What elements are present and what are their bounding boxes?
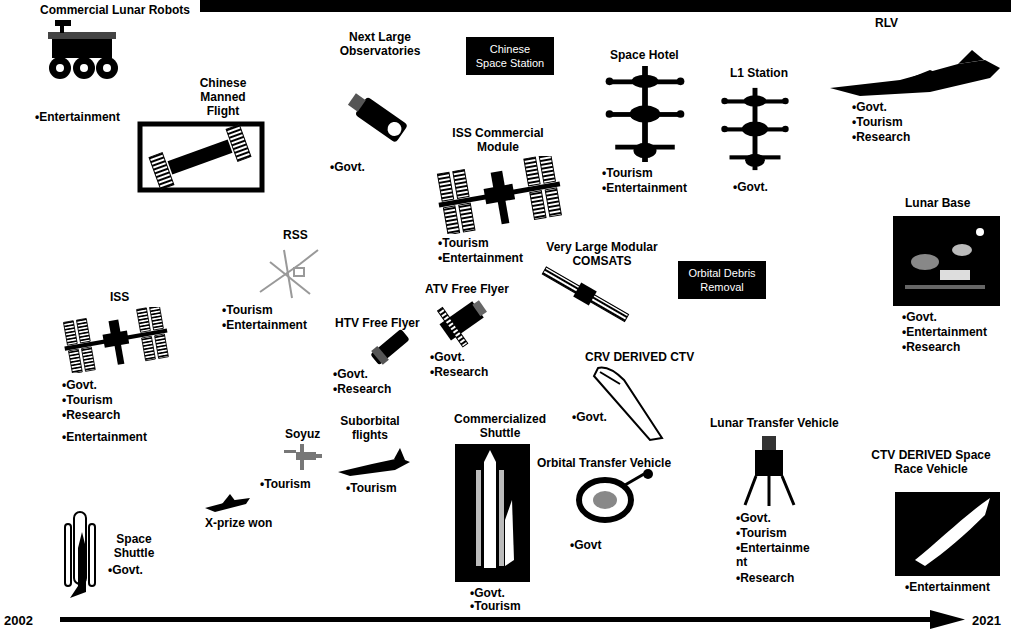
vehicle-label: HTV Free Flyer <box>335 316 420 330</box>
vehicle-label: Soyuz <box>285 427 320 441</box>
commercial-shuttle-illustration <box>455 444 530 582</box>
category-tag: •Tourism <box>62 393 113 407</box>
observatory-illustration <box>346 90 409 143</box>
category-tag: •Entertainment <box>905 580 990 594</box>
black-caption-box: Orbital Debris Removal <box>678 261 766 299</box>
iss-commercial-module-illustration <box>434 154 566 236</box>
category-tag: •Research <box>852 130 910 144</box>
vehicle-label: X-prize won <box>205 516 272 530</box>
category-tag: •Entertainment <box>62 430 147 444</box>
vehicle-label: RLV <box>875 16 898 30</box>
manned-flight-illustration <box>140 124 262 190</box>
vehicle-label: Chinese Manned Flight <box>188 76 258 118</box>
category-tag: •Tourism <box>438 236 489 250</box>
space-hotel-illustration <box>606 66 685 162</box>
category-tag: •Research <box>736 571 794 585</box>
category-tag: •Entertainment <box>35 110 120 124</box>
category-tag: •Entertainment <box>222 318 307 332</box>
suborbital-vehicle-illustration <box>338 448 410 476</box>
category-tag: •Tourism <box>852 115 903 129</box>
category-tag: •Govt <box>570 538 602 552</box>
orbital-transfer-vehicle-illustration <box>579 469 653 520</box>
category-tag: •Govt. <box>736 511 771 525</box>
category-tag: •Tourism <box>260 477 311 491</box>
category-tag: •Tourism <box>602 166 653 180</box>
vehicle-label: ISS Commercial Module <box>436 126 560 154</box>
category-tag: •Tourism <box>222 303 273 317</box>
vehicle-label: Lunar Transfer Vehicle <box>710 416 839 430</box>
category-tag: •Govt. <box>902 310 937 324</box>
atv-illustration <box>433 288 496 350</box>
year-label: 2021 <box>972 613 1001 628</box>
category-tag: •Govt. <box>470 586 505 600</box>
vehicle-label: RSS <box>283 228 308 242</box>
comsat-illustration <box>540 264 630 325</box>
vehicle-label: Next Large Observatories <box>325 30 435 58</box>
box-caption: Orbital Debris Removal <box>686 266 758 294</box>
vehicle-label: Commercial Lunar Robots <box>40 3 190 17</box>
vehicle-label: Space Hotel <box>610 48 679 62</box>
vehicle-label: Space Shuttle <box>106 532 162 560</box>
category-tag: •Govt. <box>330 160 365 174</box>
vehicle-label: ISS <box>110 290 129 304</box>
category-tag: •Govt. <box>62 378 97 392</box>
iss-illustration <box>60 305 171 374</box>
space-race-vehicle-illustration <box>895 492 1000 576</box>
category-tag: •Govt. <box>333 367 368 381</box>
category-tag: •Entertainment <box>438 251 523 265</box>
l1-station-illustration <box>721 88 788 170</box>
category-tag: •Tourism <box>346 481 397 495</box>
rlv-illustration <box>830 50 1000 96</box>
vehicle-label: Suborbital flights <box>328 414 412 442</box>
xprize-vehicle-illustration <box>205 494 250 512</box>
top-frame-bar <box>200 0 1011 12</box>
lunar-base-illustration <box>893 216 1000 306</box>
vehicle-label: Very Large Modular COMSATS <box>532 240 672 268</box>
category-tag: •Research <box>902 340 960 354</box>
rss-illustration <box>260 250 318 298</box>
year-label: 2002 <box>4 613 33 628</box>
category-tag: •Govt. <box>572 410 607 424</box>
vehicle-label: Commercialized Shuttle <box>438 412 562 440</box>
category-tag: •Research <box>430 365 488 379</box>
category-tag: •Entertainment <box>602 181 687 195</box>
vehicle-label: Orbital Transfer Vehicle <box>537 456 671 470</box>
category-tag: •Research <box>62 408 120 422</box>
lunar-robot-illustration <box>48 20 118 79</box>
vehicle-label: L1 Station <box>730 66 788 80</box>
category-tag: •Govt. <box>733 180 768 194</box>
category-tag: •Tourism <box>470 599 521 613</box>
vehicle-label: ATV Free Flyer <box>425 282 509 296</box>
category-tag: •Research <box>333 382 391 396</box>
lunar-transfer-vehicle-illustration <box>745 436 794 506</box>
category-tag: •Tourism <box>736 526 787 540</box>
category-tag: •Entertainment <box>902 325 987 339</box>
vehicle-label: CTV DERIVED Space Race Vehicle <box>858 448 1004 476</box>
category-tag: •Govt. <box>108 563 143 577</box>
crv-ctv-illustration <box>594 368 662 440</box>
box-caption: Chinese Space Station <box>474 42 546 70</box>
vehicle-label: CRV DERIVED CTV <box>585 350 694 364</box>
vehicle-label: Lunar Base <box>905 196 970 210</box>
soyuz-illustration <box>284 444 322 470</box>
category-tag: •Entertainme nt <box>736 541 820 569</box>
black-caption-box: Chinese Space Station <box>466 37 554 75</box>
category-tag: •Govt. <box>852 100 887 114</box>
space-shuttle-illustration <box>65 512 95 598</box>
category-tag: •Govt. <box>430 350 465 364</box>
htv-illustration <box>369 327 411 367</box>
